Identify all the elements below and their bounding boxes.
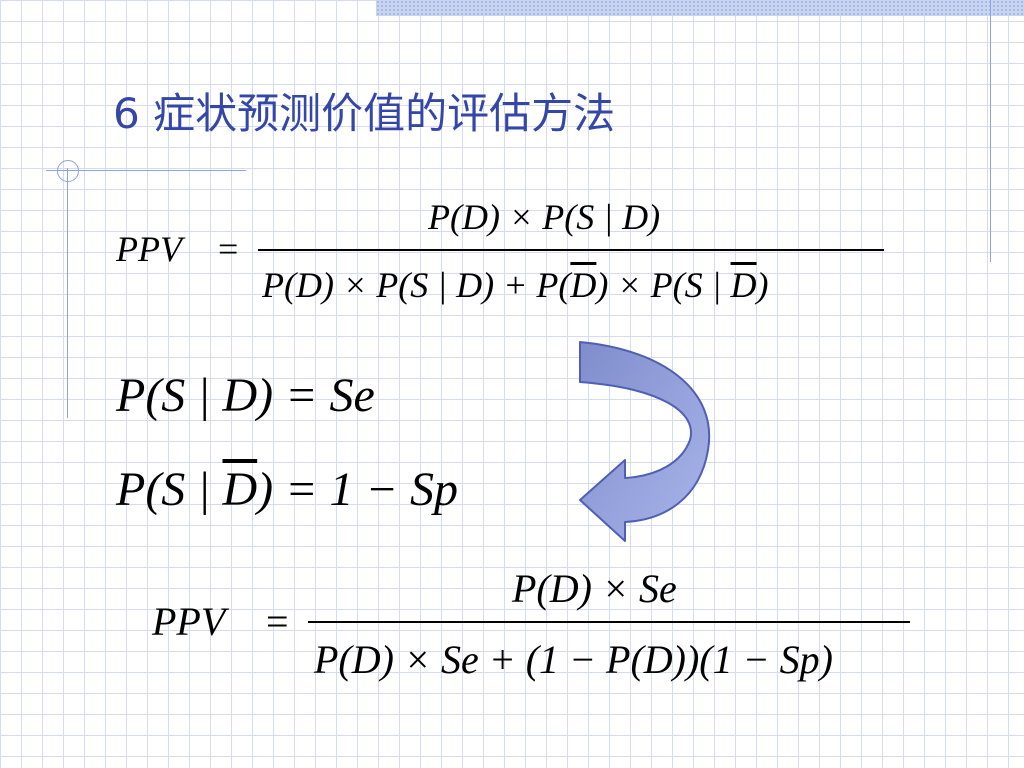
- formula-sensitivity: P(S | D) = Se: [116, 369, 375, 422]
- formula4-fraction-bar: [308, 621, 910, 623]
- formula4-denominator: P(D) × Se + (1 − P(D))(1 − Sp): [314, 637, 833, 682]
- formula3-part2: ) = 1 − Sp: [257, 463, 458, 516]
- formula1-dbar-2: D: [730, 265, 757, 305]
- formula1-equals: =: [218, 229, 239, 269]
- left-horizontal-rule: [46, 170, 246, 171]
- formula3-part1: P(S |: [116, 463, 223, 516]
- formula4-numerator: P(D) × Se: [512, 566, 677, 611]
- formula1-denominator-part1: P(D) × P(S | D) + P(: [262, 265, 571, 305]
- formula1-dbar-1: D: [570, 265, 597, 305]
- left-vertical-rule: [67, 168, 68, 418]
- formula1-fraction-bar: [258, 249, 884, 251]
- formula-specificity: P(S | D) = 1 − Sp: [116, 462, 458, 517]
- formula1-numerator: P(D) × P(S | D): [428, 197, 661, 237]
- formula1-denominator-part3: ): [756, 265, 769, 305]
- formula1-denominator: P(D) × P(S | D) + P(D) × P(S | D): [262, 264, 769, 306]
- slide-title: 6 症状预测价值的评估方法: [113, 89, 616, 138]
- formula4-equals: =: [266, 599, 289, 644]
- formula1-lhs: PPV: [116, 229, 182, 269]
- top-dotted-band: [376, 0, 1024, 16]
- decorative-circle-icon: [57, 160, 79, 182]
- formula3-dbar: D: [222, 463, 258, 516]
- right-vertical-rule: [990, 0, 991, 262]
- formula4-lhs: PPV: [152, 599, 226, 644]
- formula1-denominator-part2: ) × P(S |: [596, 265, 731, 305]
